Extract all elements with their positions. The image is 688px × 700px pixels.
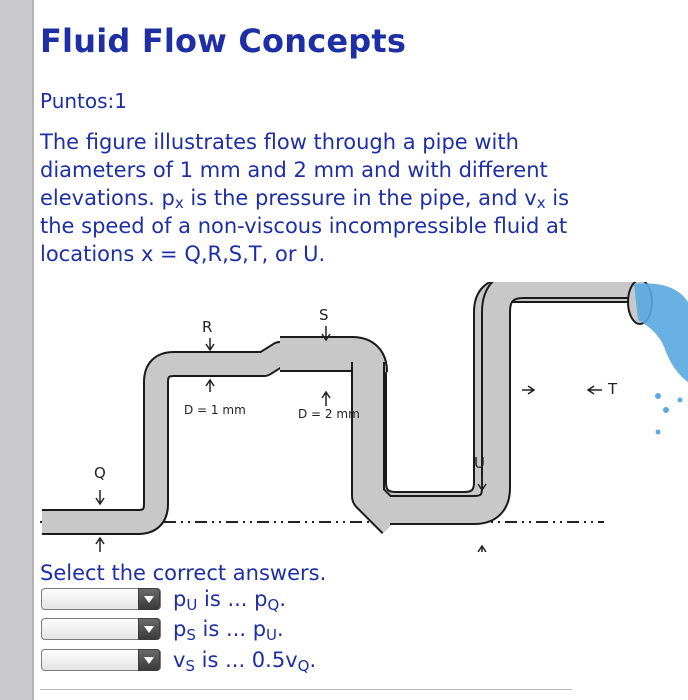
answer-statement-2: pS is ... pU. (173, 617, 284, 644)
chevron-down-icon[interactable] (138, 588, 160, 610)
chevron-down-icon[interactable] (138, 649, 160, 671)
statement-1-lhs-sub: U (186, 596, 198, 614)
answer-select-3[interactable] (41, 649, 161, 671)
question-text: The figure illustrates flow through a pi… (40, 128, 600, 268)
arrow-s-top (321, 326, 331, 342)
statement-2-rhs: p (252, 617, 267, 641)
arrow-q-top (95, 490, 105, 506)
chevron-down-icon[interactable] (138, 618, 160, 640)
label-u: U (474, 454, 485, 472)
label-q: Q (94, 464, 106, 482)
question-subscript-x-1: x (174, 194, 184, 212)
arrow-t-left (522, 385, 536, 395)
statement-1-lhs: p (173, 587, 187, 611)
question-part-3: is the speed of a non-viscous incompress… (40, 186, 570, 266)
answer-statement-3: vS is ... 0.5vQ. (173, 648, 317, 675)
label-diameter-large: D = 2 mm (298, 407, 360, 421)
question-part-1: The figure illustrates flow through a pi… (40, 130, 548, 210)
answer-row-2: pS is ... pU. (41, 616, 284, 644)
arrow-t-right (586, 385, 602, 395)
arrow-r-bottom (205, 378, 215, 392)
select-prompt: Select the correct answers. (40, 561, 327, 585)
statement-3-rhs-sub: Q (297, 657, 310, 675)
arrow-q-bottom (95, 536, 105, 552)
statement-2-rhs-sub: U (266, 626, 278, 644)
question-part-2: is the pressure in the pipe, and v (183, 186, 537, 210)
arrow-u-top (477, 476, 487, 492)
statement-1-tail: . (279, 587, 286, 611)
question-subscript-x-2: x (536, 194, 546, 212)
points-label: Puntos:1 (40, 89, 128, 113)
figure-labels: Q R D = 1 mm S D = 2 mm U T (94, 306, 618, 552)
answer-row-3: vS is ... 0.5vQ. (41, 647, 317, 675)
label-r: R (202, 318, 212, 336)
answer-select-1[interactable] (41, 588, 161, 610)
statement-1-rhs: p (254, 587, 268, 611)
bottom-divider (40, 689, 572, 690)
statement-2-lhs-sub: S (186, 626, 196, 644)
statement-3-tail: . (309, 648, 317, 672)
answer-row-1: pU is ... pQ. (41, 586, 286, 614)
answer-select-2[interactable] (41, 618, 161, 640)
statement-3-rhs: 0.5v (251, 648, 298, 672)
arrow-r-top (205, 338, 215, 352)
page-title: Fluid Flow Concepts (40, 22, 407, 60)
statement-1-rhs-sub: Q (267, 596, 280, 614)
pipe-flow-figure: Q R D = 1 mm S D = 2 mm U T (40, 282, 688, 552)
label-s: S (319, 306, 329, 324)
statement-2-lhs: p (173, 617, 187, 641)
statement-3-lhs: v (173, 648, 186, 672)
statement-1-mid: is ... (197, 587, 255, 611)
left-sidebar-strip (0, 0, 32, 700)
statement-3-mid: is ... (194, 648, 252, 672)
left-sidebar-edge (32, 0, 34, 700)
answer-statement-1: pU is ... pQ. (173, 587, 286, 614)
arrow-s-bottom (321, 390, 331, 406)
statement-2-mid: is ... (195, 617, 253, 641)
label-t: T (607, 380, 618, 398)
label-diameter-small: D = 1 mm (184, 403, 246, 417)
statement-2-tail: . (277, 617, 284, 641)
arrow-u-bottom (477, 544, 487, 552)
statement-3-lhs-sub: S (185, 657, 195, 675)
water-outflow (634, 283, 688, 435)
pipe-body (42, 282, 653, 535)
